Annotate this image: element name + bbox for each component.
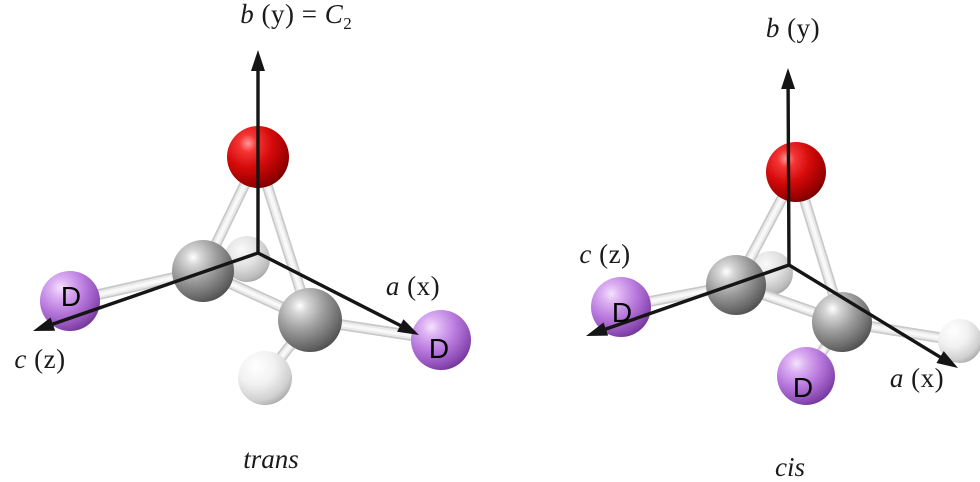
deuterium-label: D bbox=[429, 333, 449, 364]
a-axis-arrowhead bbox=[397, 319, 419, 335]
atom-deuterium bbox=[40, 271, 100, 331]
axis-var-b: b bbox=[765, 13, 780, 43]
atom-hydrogen bbox=[238, 351, 292, 405]
deuterium-label: D bbox=[61, 281, 81, 312]
c-axis bbox=[45, 251, 259, 329]
c-axis-arrowhead bbox=[33, 317, 56, 331]
axis-var-c: c bbox=[14, 344, 27, 374]
deuterium-label: D bbox=[793, 372, 813, 403]
axis-var-b: b bbox=[240, 0, 255, 29]
caption-cis: cis bbox=[775, 452, 805, 482]
axis-rest-b: (y) bbox=[779, 13, 821, 43]
c-axis bbox=[598, 263, 790, 333]
axis-rest-a: (x) bbox=[399, 271, 441, 301]
axis-rest-b: (y) = bbox=[254, 0, 325, 29]
atom-deuterium bbox=[591, 277, 651, 337]
atom-carbon bbox=[812, 292, 872, 352]
axis-label-a-cis: a (x) bbox=[890, 364, 944, 392]
atom-oxygen bbox=[766, 142, 826, 202]
a-axis bbox=[257, 251, 408, 331]
axis-var-c: c bbox=[579, 239, 592, 269]
atom-carbon bbox=[278, 288, 342, 352]
b-axis-arrowhead bbox=[251, 50, 265, 71]
molecule-trans: DD bbox=[33, 50, 471, 405]
axis-label-c-cis: c (z) bbox=[579, 240, 630, 268]
c-axis-arrowhead bbox=[586, 322, 609, 336]
axis-label-c-trans: c (z) bbox=[14, 345, 65, 373]
caption-trans: trans bbox=[243, 444, 299, 474]
axis-rest-c: (z) bbox=[26, 344, 66, 374]
molecule-cis: DD bbox=[586, 68, 980, 405]
deuterium-label: D bbox=[612, 297, 632, 328]
atom-deuterium bbox=[777, 347, 835, 405]
b-axis bbox=[786, 81, 791, 266]
axis-symmetry-symbol: C bbox=[324, 0, 344, 29]
atom-hydrogen bbox=[938, 319, 980, 363]
a-axis-arrowhead bbox=[936, 351, 958, 368]
atom-deuterium bbox=[411, 310, 471, 370]
axis-label-a-trans: a (x) bbox=[386, 272, 440, 300]
axis-var-a: a bbox=[385, 271, 400, 301]
a-axis bbox=[788, 263, 947, 363]
axis-rest-c: (z) bbox=[591, 239, 631, 269]
axis-label-b-trans: b (y) = C2 bbox=[240, 0, 351, 32]
axis-var-a: a bbox=[889, 363, 904, 393]
axis-label-b-cis: b (y) bbox=[766, 14, 820, 42]
axis-symmetry-subscript: 2 bbox=[343, 14, 352, 33]
axis-rest-a: (x) bbox=[903, 363, 945, 393]
b-axis-arrowhead bbox=[781, 68, 796, 90]
